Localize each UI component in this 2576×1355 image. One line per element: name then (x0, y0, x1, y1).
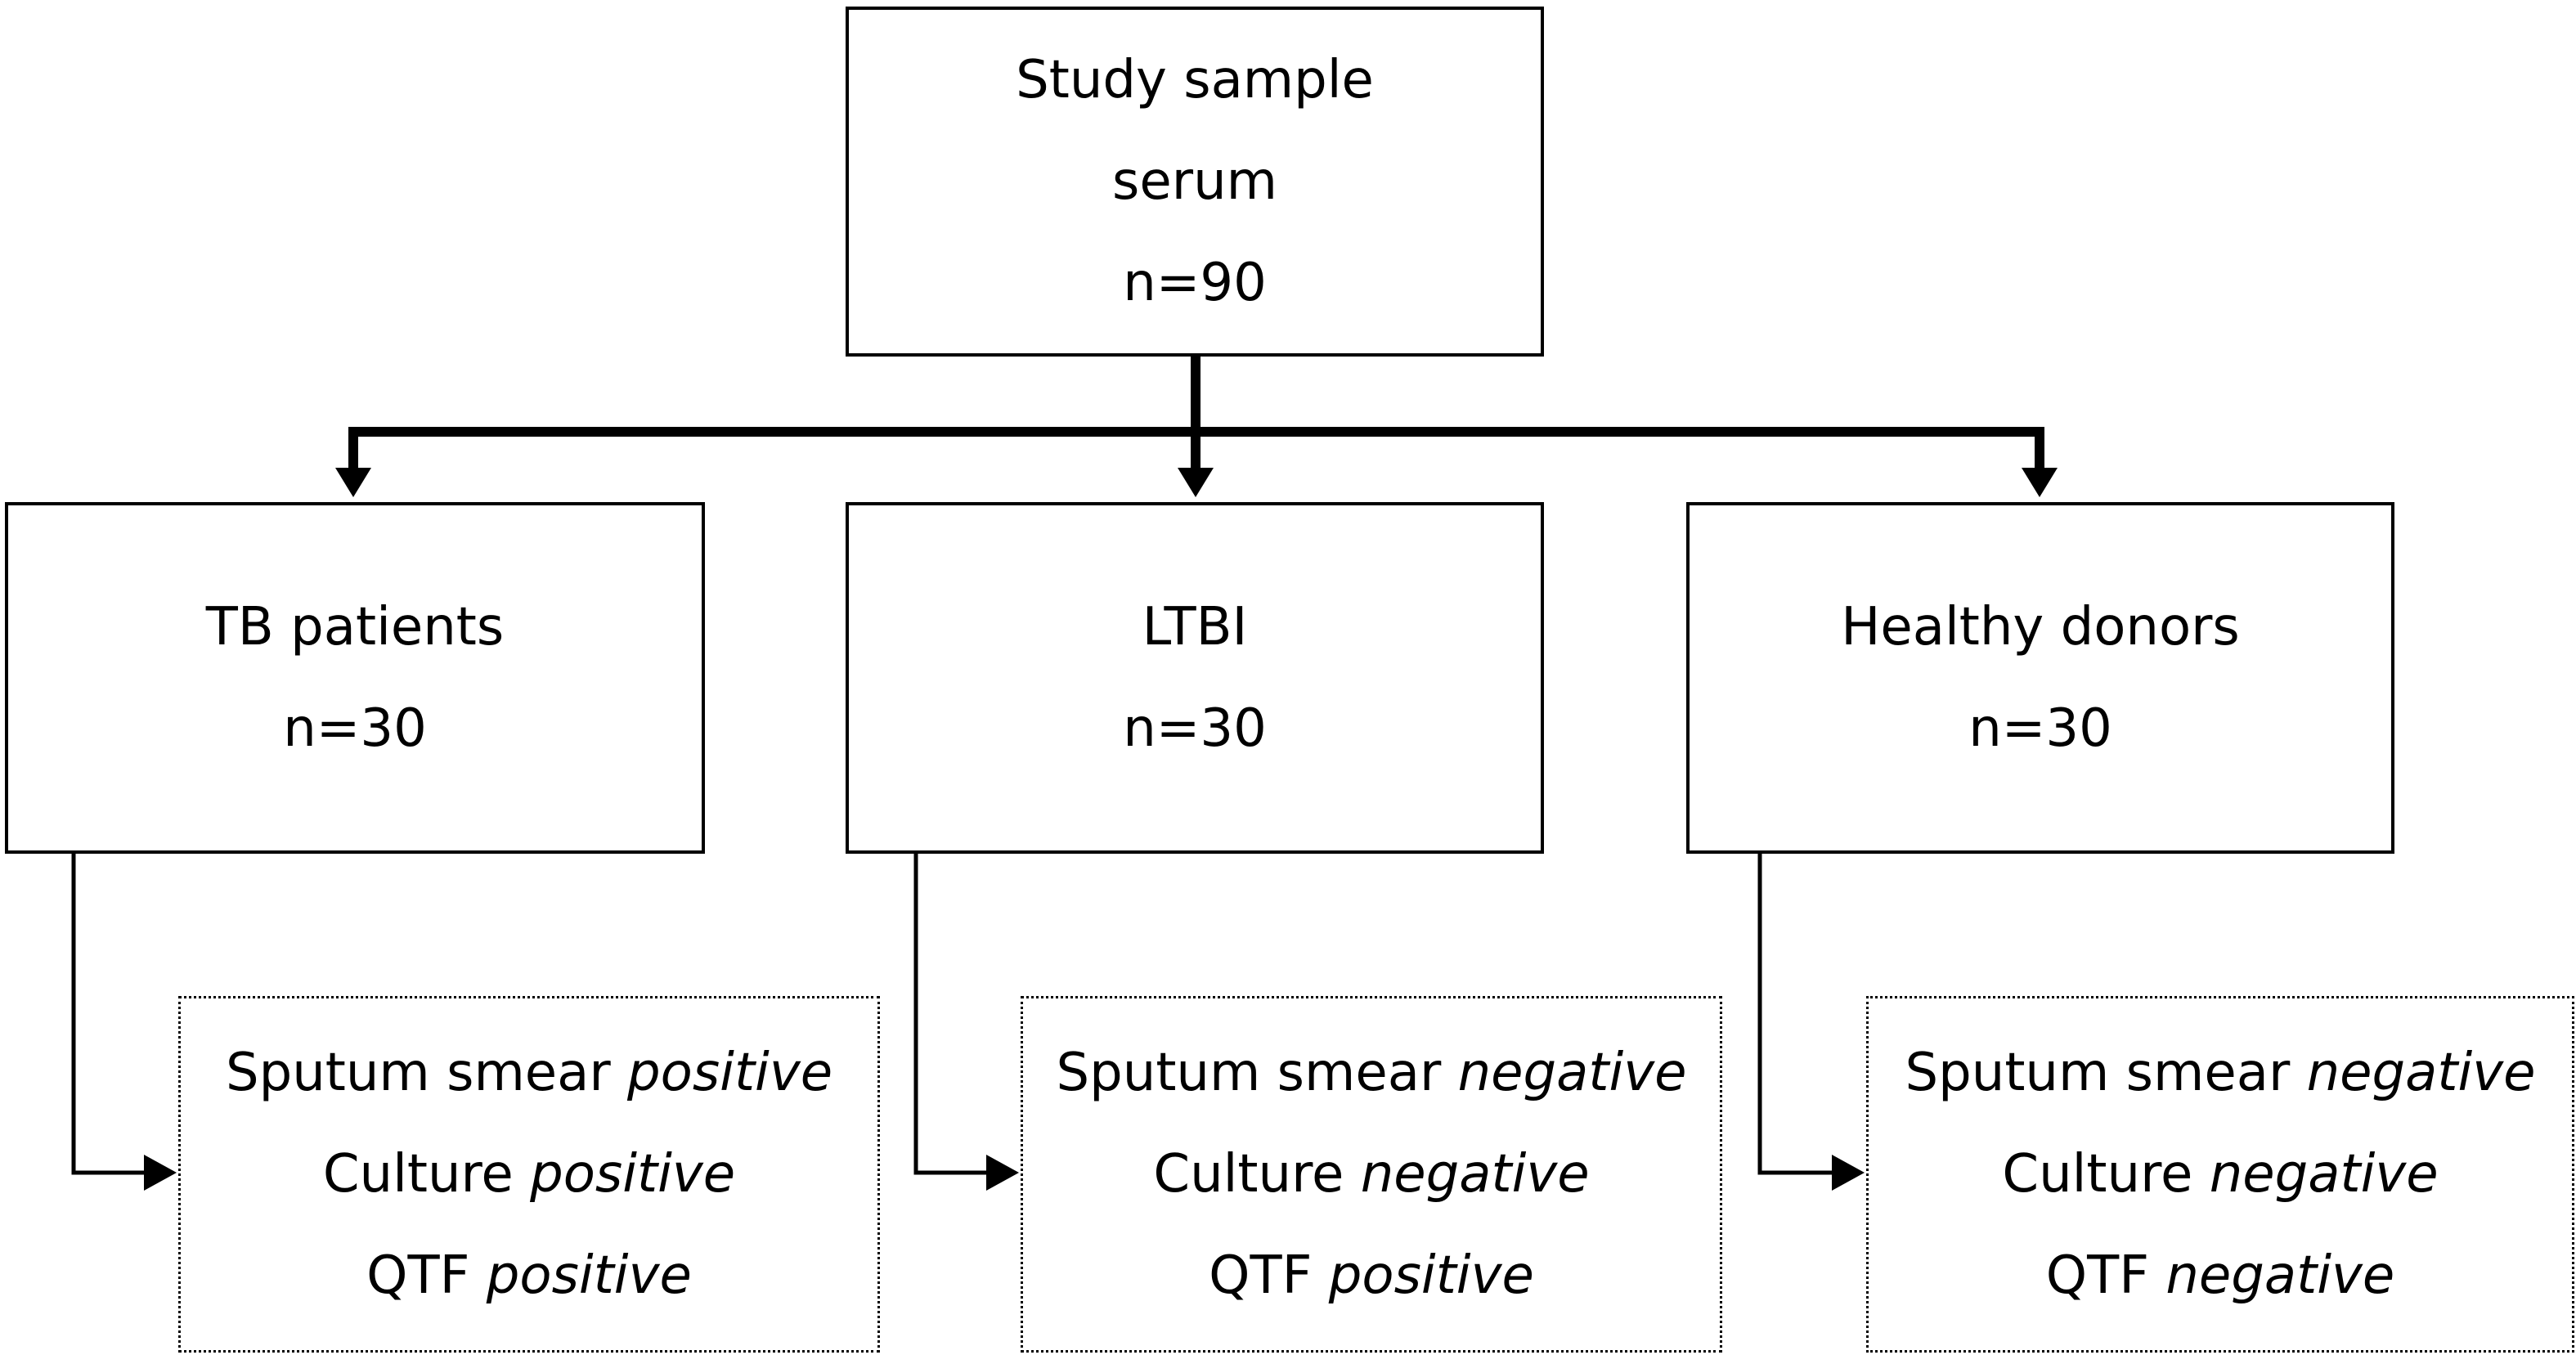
criterion-result: positive (627, 1043, 833, 1103)
group-count: n=30 (283, 698, 427, 759)
group-box-tb-patients: TB patients n=30 (5, 502, 705, 854)
criterion-test: QTF (2045, 1245, 2150, 1306)
group-name: Healthy donors (1841, 597, 2240, 657)
criterion-result: negative (1360, 1144, 1590, 1205)
criterion-sputum-smear: Sputum smear positive (226, 1022, 832, 1124)
criterion-qtf: QTF positive (1209, 1225, 1534, 1326)
criteria-connector-healthy (1757, 854, 1835, 1175)
criterion-test: Culture (1153, 1144, 1344, 1205)
criterion-test: Culture (2002, 1144, 2193, 1205)
criterion-result: positive (530, 1144, 736, 1205)
criterion-test: Sputum smear (225, 1043, 611, 1103)
root-line-2: serum (1112, 151, 1277, 212)
criterion-result: negative (2306, 1043, 2536, 1103)
group-count: n=30 (1123, 698, 1267, 759)
criterion-test: Culture (322, 1144, 514, 1205)
criterion-sputum-smear: Sputum smear negative (1057, 1022, 1687, 1124)
criterion-culture: Culture negative (1153, 1124, 1589, 1225)
criterion-test: Sputum smear (1056, 1043, 1442, 1103)
criteria-box-tb-patients: Sputum smear positive Culture positive Q… (178, 996, 880, 1353)
criterion-test: QTF (1209, 1245, 1313, 1306)
study-sample-box: Study sample serum n=90 (846, 7, 1544, 357)
criterion-test: Sputum smear (1905, 1043, 2291, 1103)
criteria-arrowhead-ltbi (986, 1155, 1019, 1191)
criteria-box-ltbi: Sputum smear negative Culture negative Q… (1021, 996, 1722, 1353)
group-name: LTBI (1142, 597, 1248, 657)
criterion-result: positive (486, 1245, 692, 1306)
criteria-box-healthy-donors: Sputum smear negative Culture negative Q… (1866, 996, 2574, 1353)
criterion-qtf: QTF positive (366, 1225, 692, 1326)
arrowhead-tb (335, 468, 371, 497)
criterion-result: negative (1457, 1043, 1687, 1103)
root-line-3: n=90 (1123, 253, 1267, 313)
criteria-connector-tb (71, 854, 147, 1175)
criterion-qtf: QTF negative (2046, 1225, 2395, 1326)
criteria-arrowhead-tb (144, 1155, 177, 1191)
criterion-culture: Culture positive (323, 1124, 735, 1225)
criterion-result: negative (2209, 1144, 2439, 1205)
criterion-culture: Culture negative (2002, 1124, 2438, 1225)
arrowhead-ltbi (1178, 468, 1214, 497)
criteria-arrowhead-healthy (1832, 1155, 1865, 1191)
group-box-healthy-donors: Healthy donors n=30 (1686, 502, 2394, 854)
criterion-sputum-smear: Sputum smear negative (1905, 1022, 2536, 1124)
criterion-result: positive (1328, 1245, 1534, 1306)
group-count: n=30 (1968, 698, 2112, 759)
arrowhead-healthy (2022, 468, 2058, 497)
group-name: TB patients (205, 597, 505, 657)
group-box-ltbi: LTBI n=30 (846, 502, 1544, 854)
criterion-test: QTF (366, 1245, 470, 1306)
criterion-result: negative (2165, 1245, 2395, 1306)
criteria-connector-ltbi (913, 854, 990, 1175)
root-line-1: Study sample (1016, 50, 1374, 110)
